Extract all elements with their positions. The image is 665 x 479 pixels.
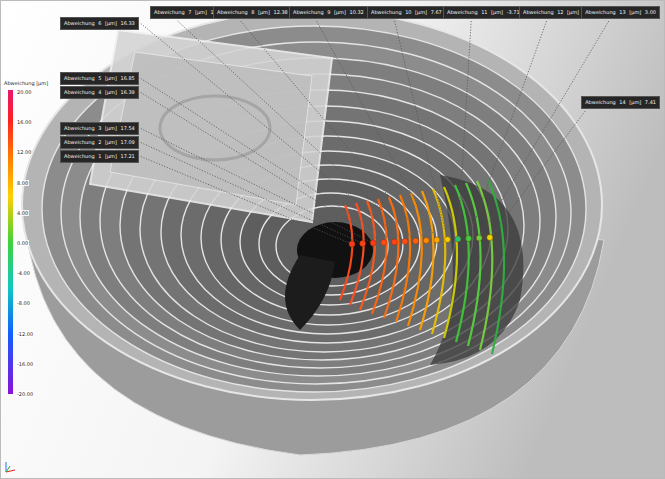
leader-line	[141, 143, 363, 244]
measure-point	[434, 237, 440, 243]
scale-tick: 12.00	[16, 149, 32, 155]
callout-text: Abweichung 2 [µm] 17.09	[64, 139, 135, 145]
callout-text: Abweichung 8 [µm] 12.38	[217, 9, 288, 15]
callout-text: Abweichung 13 [µm] 3.00	[585, 9, 656, 15]
scale-tick: -8.00	[16, 300, 31, 306]
deviation-callout: Abweichung 3 [µm] 17.54	[60, 122, 139, 135]
leader-line	[317, 21, 437, 240]
scale-tick: -20.00	[16, 391, 34, 397]
leader-line	[178, 21, 416, 241]
callout-text: Abweichung 11 [µm] -3.71	[447, 9, 520, 15]
leader-line	[395, 21, 448, 240]
deviation-callout: Abweichung 4 [µm] 16.39	[60, 86, 139, 99]
scale-tick: 8.00	[16, 180, 29, 186]
leader-line	[490, 111, 585, 238]
deviation-callout: Abweichung 9 [µm] 10.32	[289, 6, 368, 19]
measure-point	[381, 240, 387, 246]
leader-line	[141, 93, 384, 243]
measure-point	[487, 235, 493, 241]
leader-line	[141, 129, 373, 244]
callout-text: Abweichung 9 [µm] 10.32	[293, 9, 364, 15]
deviation-callout: Abweichung 11 [µm] -3.71	[443, 6, 524, 19]
deviation-callout: Abweichung 1 [µm] 17.21	[60, 150, 139, 163]
callout-text: Abweichung 14 [µm] 7.41	[585, 99, 656, 105]
deviation-callout: Abweichung 6 [µm] 16.33	[60, 17, 139, 30]
callout-text: Abweichung 6 [µm] 16.33	[64, 20, 135, 26]
deviation-callout: Abweichung 10 [µm] 7.67	[367, 6, 446, 19]
deviation-callout: Abweichung 14 [µm] 7.41	[581, 96, 660, 109]
leader-line	[469, 21, 547, 239]
measure-point	[476, 235, 482, 241]
scale-tick: -4.00	[16, 270, 31, 276]
measure-point	[455, 236, 461, 242]
leader-line	[241, 21, 427, 241]
deviation-callout: Abweichung 5 [µm] 16.85	[60, 72, 139, 85]
measure-point	[391, 239, 397, 245]
scale-tick: 4.00	[16, 210, 29, 216]
measure-point	[423, 238, 429, 244]
measure-point	[444, 237, 450, 243]
measure-point	[466, 236, 472, 242]
leader-line	[141, 24, 405, 242]
leader-line	[141, 79, 395, 243]
deviation-callout: Abweichung 8 [µm] 12.38	[213, 6, 292, 19]
callout-text: Abweichung 1 [µm] 17.21	[64, 153, 135, 159]
leader-line	[479, 21, 609, 238]
scale-title: Abweichung [µm]	[3, 80, 49, 86]
callout-text: Abweichung 4 [µm] 16.39	[64, 89, 135, 95]
measure-point	[360, 241, 366, 247]
measure-point	[413, 238, 419, 244]
measure-point	[370, 240, 376, 246]
deviation-callout: Abweichung 2 [µm] 17.09	[60, 136, 139, 149]
scale-tick: 0.00	[16, 240, 29, 246]
deviation-callout: Abweichung 13 [µm] 3.00	[581, 6, 660, 19]
measure-point	[402, 239, 408, 245]
callout-text: Abweichung 5 [µm] 16.85	[64, 75, 135, 81]
scale-tick: -12.00	[16, 331, 34, 337]
scale-tick: -16.00	[16, 361, 34, 367]
leader-line	[141, 157, 352, 245]
scale-tick: 16.00	[16, 119, 32, 125]
leader-line	[458, 21, 471, 239]
measure-point	[349, 241, 355, 247]
scale-tick: 20.00	[16, 89, 32, 95]
callout-text: Abweichung 3 [µm] 17.54	[64, 125, 135, 131]
callout-text: Abweichung 10 [µm] 7.67	[371, 9, 442, 15]
